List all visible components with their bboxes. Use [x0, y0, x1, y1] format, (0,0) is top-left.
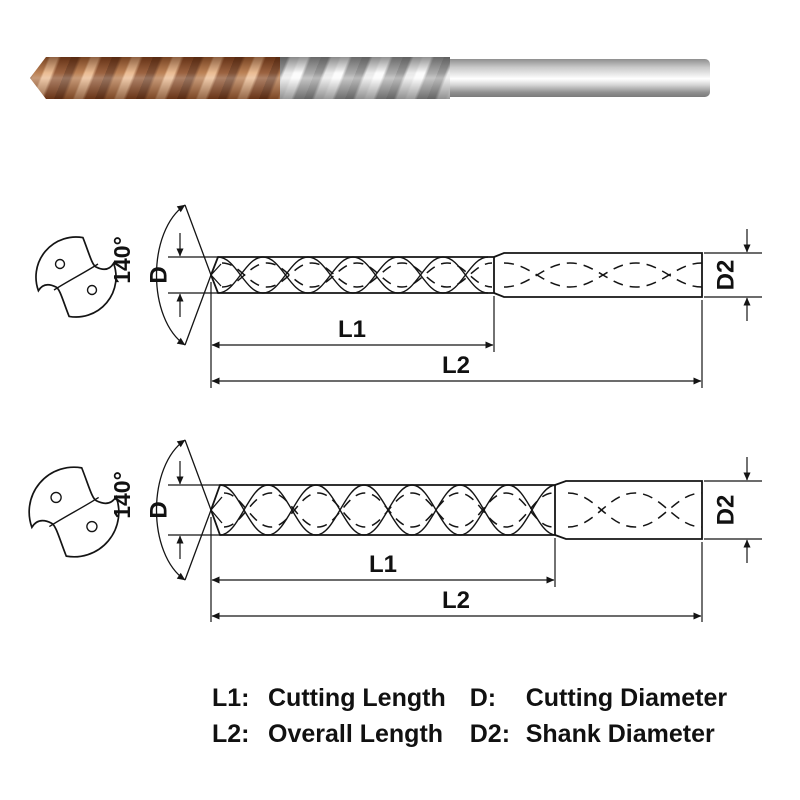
dimension-d2-a: [704, 229, 762, 321]
drill-shank: [450, 59, 710, 97]
side-view-drill-a: 140° D D2 L1: [35, 204, 762, 388]
overall-length-label: L2: [442, 587, 470, 614]
coolant-spirals: [221, 262, 703, 288]
point-angle-annotation-b: [155, 439, 212, 581]
dimension-d-b: [168, 461, 220, 559]
point-angle-annotation-a: [155, 204, 212, 346]
flute-helix: [217, 256, 489, 294]
legend-abbr-d2: D2:: [469, 720, 511, 748]
dimension-l1-a: [210, 282, 495, 388]
legend-item-l2: L2: Overall Length: [212, 720, 446, 749]
cutting-diameter-label: D: [146, 266, 173, 283]
drill-coated-flutes: [30, 57, 280, 99]
drill-shank-outline: [554, 480, 703, 540]
dimension-l1-b: [210, 517, 556, 622]
cutting-diameter-label: D: [146, 501, 173, 518]
legend-desc-l2: Overall Length: [268, 720, 444, 748]
overall-length-label: L2: [442, 352, 470, 379]
legend-abbr-d: D:: [469, 684, 497, 712]
coolant-hole: [54, 258, 66, 270]
drill-ground-flutes: [280, 57, 450, 99]
chisel-edge: [53, 263, 99, 291]
legend: L1: Cutting Length L2: Overall Length D:…: [212, 684, 727, 749]
drill-body-outline: [210, 484, 556, 536]
dimension-l2-a: [211, 300, 703, 388]
end-view-a: [35, 236, 117, 318]
end-view-b: [28, 466, 120, 558]
coolant-hole: [86, 520, 98, 533]
legend-desc-d2: Shank Diameter: [525, 720, 715, 748]
chisel-edge: [48, 496, 100, 528]
legend-abbr-l2: L2:: [212, 720, 250, 748]
legend-desc-d: Cutting Diameter: [525, 684, 728, 712]
legend-item-d: D: Cutting Diameter: [470, 684, 727, 713]
legend-desc-l1: Cutting Length: [268, 684, 446, 712]
point-angle-label: 140°: [109, 236, 135, 284]
legend-item-l1: L1: Cutting Length: [212, 684, 446, 713]
legend-column-lengths: L1: Cutting Length L2: Overall Length: [212, 684, 446, 749]
point-edges: [210, 496, 223, 524]
cutting-length-label: L1: [338, 316, 366, 343]
drill-body-outline: [210, 256, 495, 294]
shank-diameter-label: D2: [713, 260, 740, 291]
point-edges: [210, 263, 222, 287]
point-angle-label: 140°: [109, 471, 135, 519]
drill-shank-outline: [493, 252, 703, 298]
shank-diameter-label: D2: [713, 495, 740, 526]
dimension-d2-b: [704, 457, 762, 563]
dimension-d-a: [168, 233, 218, 317]
legend-item-d2: D2: Shank Diameter: [470, 720, 727, 749]
legend-abbr-l1: L1:: [212, 684, 250, 712]
side-view-drill-b: 140° D D2 L1: [28, 439, 762, 622]
dimension-l2-b: [211, 542, 703, 622]
legend-column-diameters: D: Cutting Diameter D2: Shank Diameter: [470, 684, 727, 749]
coolant-hole: [86, 284, 98, 296]
coolant-spirals: [223, 492, 703, 528]
drill-photo: [30, 55, 710, 101]
cutting-length-label: L1: [369, 551, 397, 578]
coolant-hole: [50, 491, 62, 504]
flute-helix: [217, 256, 489, 294]
